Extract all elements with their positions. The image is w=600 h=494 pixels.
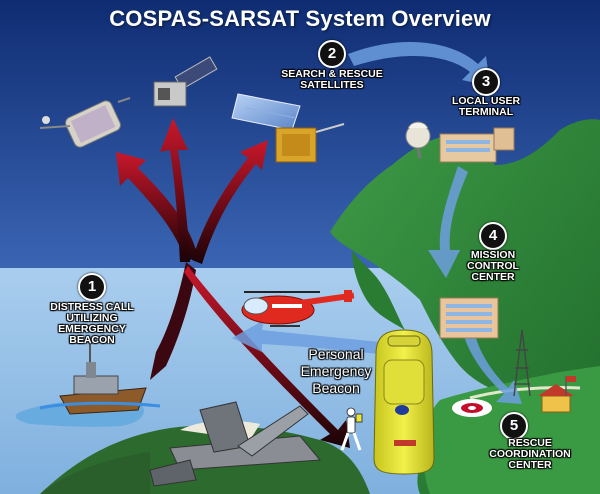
radio-tower-icon bbox=[513, 329, 531, 397]
local-user-terminal bbox=[405, 123, 515, 163]
mission-control-building bbox=[439, 297, 499, 339]
aircraft-wreck-icon bbox=[149, 401, 322, 487]
step-1-badge: 1 bbox=[78, 273, 106, 301]
step-5-label: RESCUE COORDINATION CENTER bbox=[489, 437, 571, 471]
rescue-center-house bbox=[538, 384, 574, 413]
step-4-badge: 4 bbox=[479, 222, 507, 250]
page-title: COSPAS-SARSAT System Overview bbox=[109, 6, 491, 31]
step-4-label: MISSION CONTROL CENTER bbox=[467, 249, 519, 283]
distress-signal-arrows bbox=[116, 118, 350, 448]
rescue-target-marker bbox=[452, 399, 492, 417]
flag-icon bbox=[565, 376, 576, 396]
satellite-icon bbox=[153, 56, 218, 107]
beacon-device-icon bbox=[373, 329, 435, 475]
ship-icon bbox=[39, 344, 161, 415]
step-2-badge: 2 bbox=[318, 40, 346, 68]
beacon-label: Personal Emergency Beacon bbox=[300, 346, 372, 396]
hiker-icon bbox=[340, 407, 363, 451]
step-2-label: SEARCH & RESCUE SATELLITES bbox=[281, 68, 383, 91]
dish-antenna-icon bbox=[407, 121, 429, 129]
step-3-badge: 3 bbox=[472, 68, 500, 96]
step-1-label: DISTRESS CALL UTILIZING EMERGENCY BEACON bbox=[50, 301, 134, 346]
step-5-badge: 5 bbox=[500, 412, 528, 440]
step-3-label: LOCAL USER TERMINAL bbox=[451, 95, 521, 118]
satellite-icon bbox=[231, 93, 345, 163]
flow-arrows bbox=[232, 41, 522, 404]
helicopter-icon bbox=[241, 290, 355, 327]
satellite-icon bbox=[39, 97, 131, 148]
